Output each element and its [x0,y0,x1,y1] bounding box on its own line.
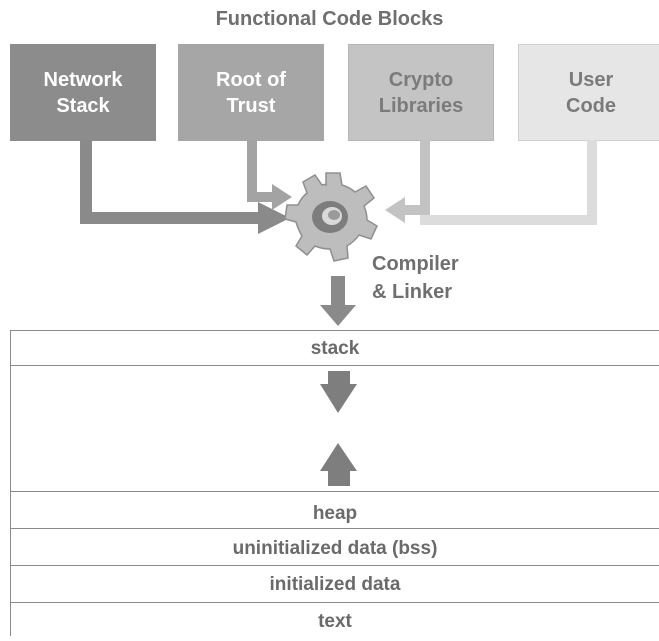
gear-icon [284,172,378,262]
compiler-linker-label: Compiler & Linker [372,253,459,303]
crypto-libraries-arrow [385,140,430,223]
heap-growth-up-arrow [320,443,357,486]
network-stack-arrow [80,140,290,234]
crypto-libraries-block: Crypto Libraries [348,44,494,141]
bss-segment: uninitialized data (bss) [10,528,659,566]
root-of-trust-block: Root of Trust [178,44,324,141]
diagram-title: Functional Code Blocks [215,8,444,30]
network-stack-block: Network Stack [10,44,156,141]
heap-segment: heap [10,491,659,529]
compiler-output-arrow [320,276,356,326]
user-code-block: User Code [518,44,659,141]
stack-segment: stack [10,330,659,366]
text-segment: text [10,602,659,636]
stack-growth-down-arrow [320,371,357,413]
user-code-arrow [420,140,597,225]
free-memory-segment [10,365,659,492]
initialized-data-segment: initialized data [10,565,659,603]
root-of-trust-arrow [247,140,292,210]
